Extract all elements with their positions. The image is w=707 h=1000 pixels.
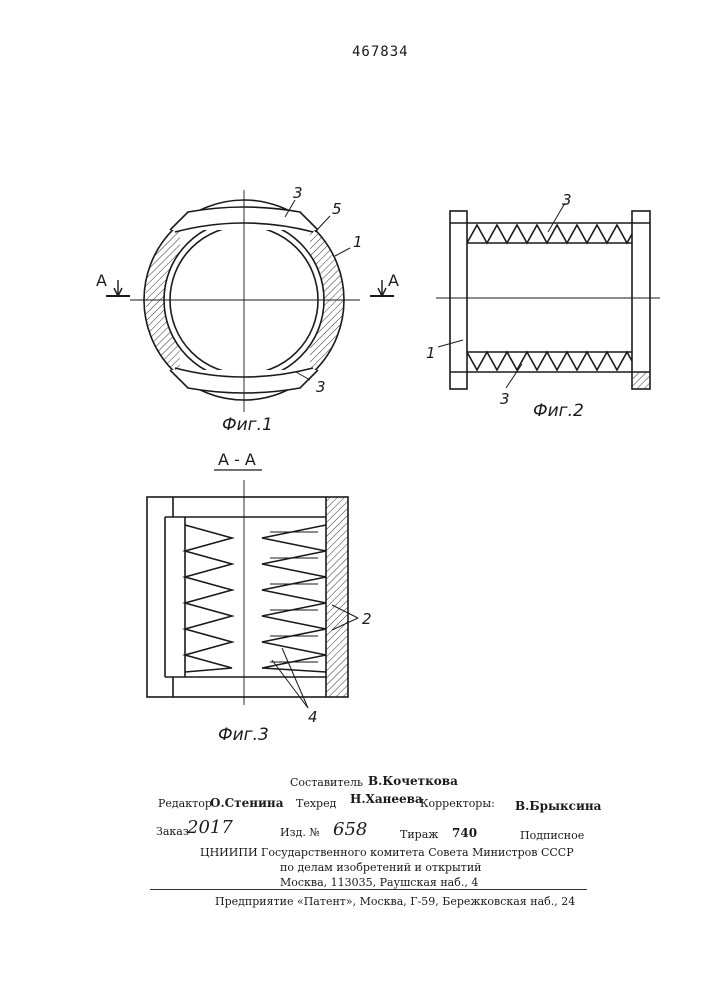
org-line-3: Москва, 113035, Раушская наб., 4 [280, 876, 478, 889]
compiler-label: Составитель [290, 776, 363, 789]
order-number: 2017 [187, 817, 233, 838]
fig1-caption: Фиг.1 [222, 415, 273, 435]
org-line-2: по делам изобретений и открытий [280, 861, 482, 874]
fig3-label-4: 4 [308, 708, 318, 726]
fig3-section-title: A - A [218, 450, 256, 469]
fig2-label-1: 1 [426, 344, 436, 362]
fig1-section-mark-right: A [388, 271, 399, 290]
print-run-value: 740 [452, 826, 477, 840]
fig1-label-5: 5 [332, 200, 342, 218]
figure-1 [106, 190, 394, 412]
techred-name: Н.Ханеева [350, 792, 423, 806]
subscription-note: Подписное [520, 829, 584, 842]
fig3-label-2: 2 [362, 610, 372, 628]
order-label: Заказ [156, 825, 189, 838]
edition-label: Изд. № [280, 826, 320, 839]
figure-3 [147, 480, 358, 708]
printer-line: Предприятие «Патент», Москва, Г-59, Бере… [215, 895, 575, 908]
fig2-caption: Фиг.2 [533, 401, 584, 421]
imprint-divider [150, 889, 587, 890]
techred-label: Техред [296, 797, 336, 810]
editor-name: О.Стенина [210, 796, 284, 810]
fig2-label-3-bottom: 3 [500, 390, 510, 408]
compiler-name: В.Кочеткова [368, 774, 458, 788]
org-line-1: ЦНИИПИ Государственного комитета Совета … [200, 846, 574, 859]
corrector-name: В.Брыксина [515, 799, 601, 813]
fig2-label-3-top: 3 [562, 191, 572, 209]
fig1-label-1: 1 [353, 233, 363, 251]
fig1-section-mark-left: A [96, 271, 107, 290]
fig1-label-3-bottom: 3 [316, 378, 326, 396]
edition-number: 658 [333, 819, 367, 840]
figure-2 [436, 203, 660, 389]
print-run-label: Тираж [400, 828, 438, 841]
correctors-label: Корректоры: [420, 797, 495, 810]
editor-label: Редактор [158, 797, 212, 810]
fig1-label-3-top: 3 [293, 184, 303, 202]
fig3-caption: Фиг.3 [218, 725, 269, 745]
